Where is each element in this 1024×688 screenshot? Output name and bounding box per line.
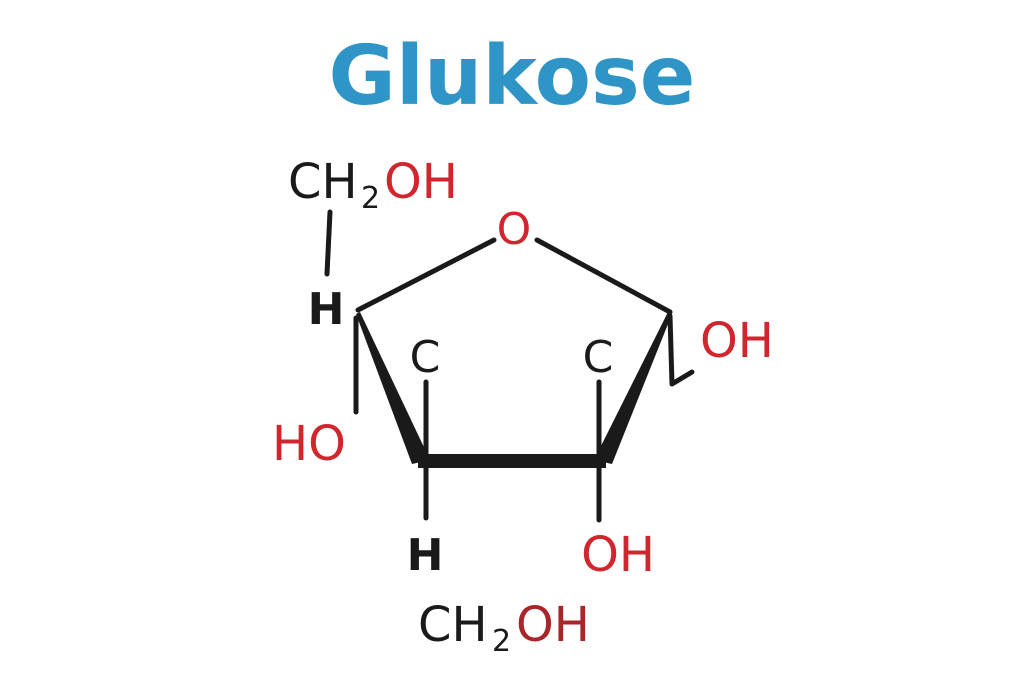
- wedge-bond-left: [356, 312, 430, 464]
- carbon-right-label: C: [583, 332, 614, 383]
- bond-right-oh: [667, 313, 695, 387]
- bottom-ch-label: CH: [418, 597, 488, 653]
- bottom-oh2-label: OH: [516, 597, 590, 653]
- bottom-h-label: H: [407, 530, 444, 581]
- top-oh-label: OH: [384, 154, 458, 210]
- ring-oxygen-label: O: [497, 204, 532, 255]
- left-ho-label: HO: [272, 416, 346, 472]
- bottom-oh-label: OH: [581, 527, 655, 583]
- top-ch-label: CH: [288, 154, 358, 210]
- left-h-label: H: [308, 284, 345, 335]
- top-subscript: 2: [361, 181, 380, 216]
- diagram-title: Glukose: [329, 29, 696, 124]
- wedge-bond-right: [594, 312, 672, 464]
- bond-oxygen-to-right: [534, 237, 673, 315]
- bottom-subscript: 2: [492, 624, 511, 659]
- bond-ch2-to-h: [324, 209, 333, 277]
- carbon-left-label: C: [410, 332, 441, 383]
- right-oh-label: OH: [700, 313, 774, 369]
- bond-left-to-oxygen: [355, 237, 497, 313]
